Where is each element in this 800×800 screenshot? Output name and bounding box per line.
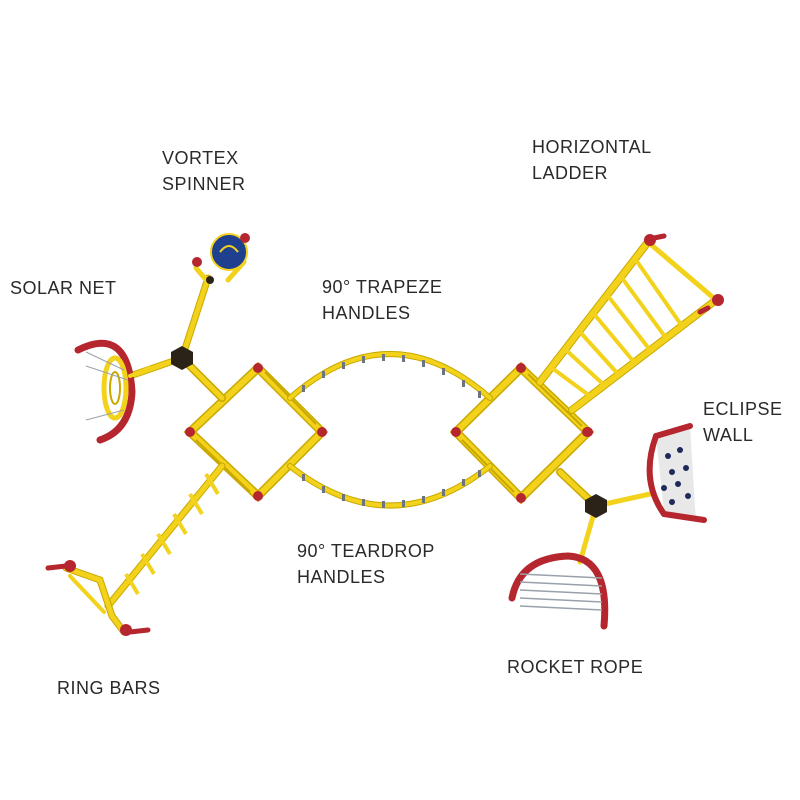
solar-net-equipment xyxy=(74,339,152,444)
label-trapeze-handles-line2: HANDLES xyxy=(322,303,411,323)
label-ring-bars-line1: RING BARS xyxy=(57,678,161,698)
climbing-holds xyxy=(661,447,691,505)
left-diamond-platform xyxy=(183,361,329,503)
teardrop-handles-bridge xyxy=(287,463,493,509)
label-vortex-spinner-line1: VORTEX xyxy=(162,148,239,168)
label-vortex-spinner-line2: SPINNER xyxy=(162,174,246,194)
left-diamond-posts xyxy=(185,363,327,501)
label-solar-net-line1: SOLAR NET xyxy=(10,278,117,298)
label-rocket-rope: ROCKET ROPE xyxy=(507,654,643,680)
label-ring-bars: RING BARS xyxy=(57,675,161,701)
label-eclipse-wall-line2: WALL xyxy=(703,425,754,445)
label-horizontal-ladder-line1: HORIZONTAL xyxy=(532,137,652,157)
label-eclipse-wall: ECLIPSE WALL xyxy=(703,396,783,448)
ring-bars-equipment xyxy=(45,462,226,636)
label-solar-net: SOLAR NET xyxy=(10,275,117,301)
vortex-spinner-equipment xyxy=(192,233,250,285)
label-teardrop-handles-line2: HANDLES xyxy=(297,567,386,587)
lower-right-hub xyxy=(556,468,653,565)
upper-left-hub xyxy=(126,274,226,402)
label-vortex-spinner: VORTEX SPINNER xyxy=(162,145,246,197)
ring-bar-rungs xyxy=(124,472,220,596)
rope-lines xyxy=(519,573,603,611)
rocket-rope-equipment xyxy=(508,552,609,630)
label-trapeze-handles-line1: 90° TRAPEZE xyxy=(322,277,443,297)
trapeze-handle-marks xyxy=(302,354,481,398)
eclipse-wall-equipment xyxy=(646,423,707,523)
teardrop-handle-marks xyxy=(302,470,481,508)
label-trapeze-handles: 90° TRAPEZE HANDLES xyxy=(322,274,442,326)
trapeze-handles-bridge xyxy=(287,351,493,401)
label-eclipse-wall-line1: ECLIPSE xyxy=(703,399,783,419)
horizontal-ladder-equipment xyxy=(536,233,724,437)
label-teardrop-handles: 90° TEARDROP HANDLES xyxy=(297,538,435,590)
label-teardrop-handles-line1: 90° TEARDROP xyxy=(297,541,435,561)
ladder-rungs xyxy=(550,258,684,398)
label-horizontal-ladder-line2: LADDER xyxy=(532,163,609,183)
label-rocket-rope-line1: ROCKET ROPE xyxy=(507,657,644,677)
label-horizontal-ladder: HORIZONTAL LADDER xyxy=(532,134,652,186)
